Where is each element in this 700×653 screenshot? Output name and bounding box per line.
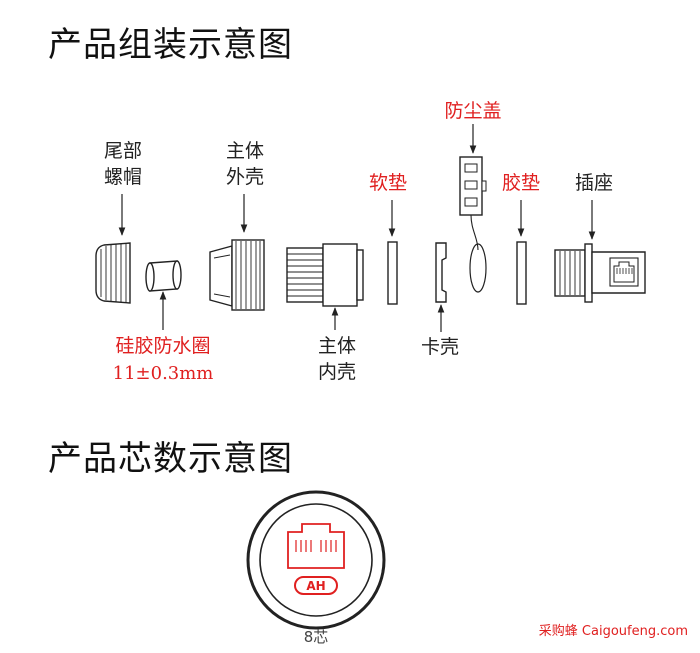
label-inner-shell: 主体内壳 xyxy=(317,335,356,383)
inner-shell-part xyxy=(286,243,364,307)
rj45-port-icon xyxy=(287,523,345,569)
label-dust-cap: 防尘盖 xyxy=(444,100,502,122)
ah-badge-text: AH xyxy=(306,579,325,593)
label-seal-ring: 硅胶防水圈 xyxy=(115,335,211,357)
label-clip-shell: 卡壳 xyxy=(420,336,459,358)
clip-shell-part xyxy=(435,242,447,303)
label-outer-shell: 主体外壳 xyxy=(225,140,264,188)
socket-part xyxy=(554,243,646,303)
rubber-pad-part xyxy=(516,241,527,305)
soft-pad-part xyxy=(387,241,398,305)
tail-nut-part xyxy=(95,242,131,304)
label-seal-ring-size: 11±0.3mm xyxy=(112,363,214,384)
ah-badge xyxy=(294,576,338,595)
label-tail-nut: 尾部螺帽 xyxy=(103,140,142,188)
outer-shell-part xyxy=(209,239,265,311)
dust-cap-part xyxy=(459,156,487,293)
label-rubber-pad: 胶垫 xyxy=(501,172,540,194)
seal-ring-part xyxy=(145,260,182,292)
core-count-diagram: AH xyxy=(246,490,386,630)
label-soft-pad: 软垫 xyxy=(368,172,407,194)
pointer-lines xyxy=(118,124,596,332)
core-count-caption: 8芯 xyxy=(303,628,329,646)
watermark: 采购蜂 Caigoufeng.com xyxy=(538,624,688,639)
assembly-heading: 产品组装示意图 xyxy=(48,25,293,65)
label-socket: 插座 xyxy=(574,172,613,194)
cores-heading: 产品芯数示意图 xyxy=(48,439,293,479)
